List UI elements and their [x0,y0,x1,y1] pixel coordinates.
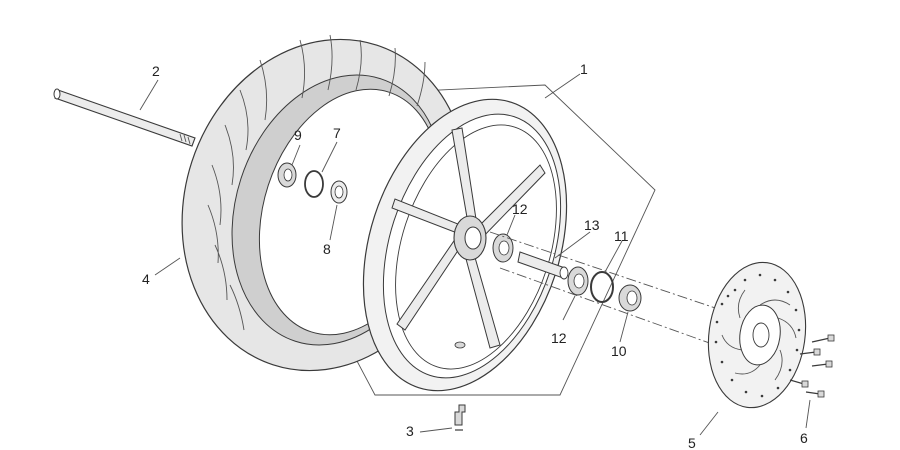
callout-3: 3 [406,423,414,439]
left-hub-parts [277,162,348,204]
callout-10: 10 [611,343,627,359]
callout-11: 11 [614,228,629,244]
callout-12b: 12 [551,330,567,346]
disc-holes [714,273,801,398]
right-hub-parts [492,233,642,312]
callout-4: 4 [142,271,150,287]
callout-5: 5 [688,435,696,450]
brake-disc [707,261,807,409]
tire-valve [454,404,466,431]
rim [362,98,568,392]
callout-2: 2 [152,63,160,79]
center-line-top [489,231,746,319]
center-line-bottom [499,267,716,346]
callout-13: 13 [584,217,600,233]
callout-9: 9 [294,127,302,143]
leader-lines [139,73,811,436]
callout-12a: 12 [512,201,528,217]
callout-7: 7 [333,125,341,141]
disc-bolts [789,334,835,398]
callout-1: 1 [580,61,588,77]
callout-6: 6 [800,430,808,446]
callout-8: 8 [323,241,331,257]
axle [53,88,196,147]
